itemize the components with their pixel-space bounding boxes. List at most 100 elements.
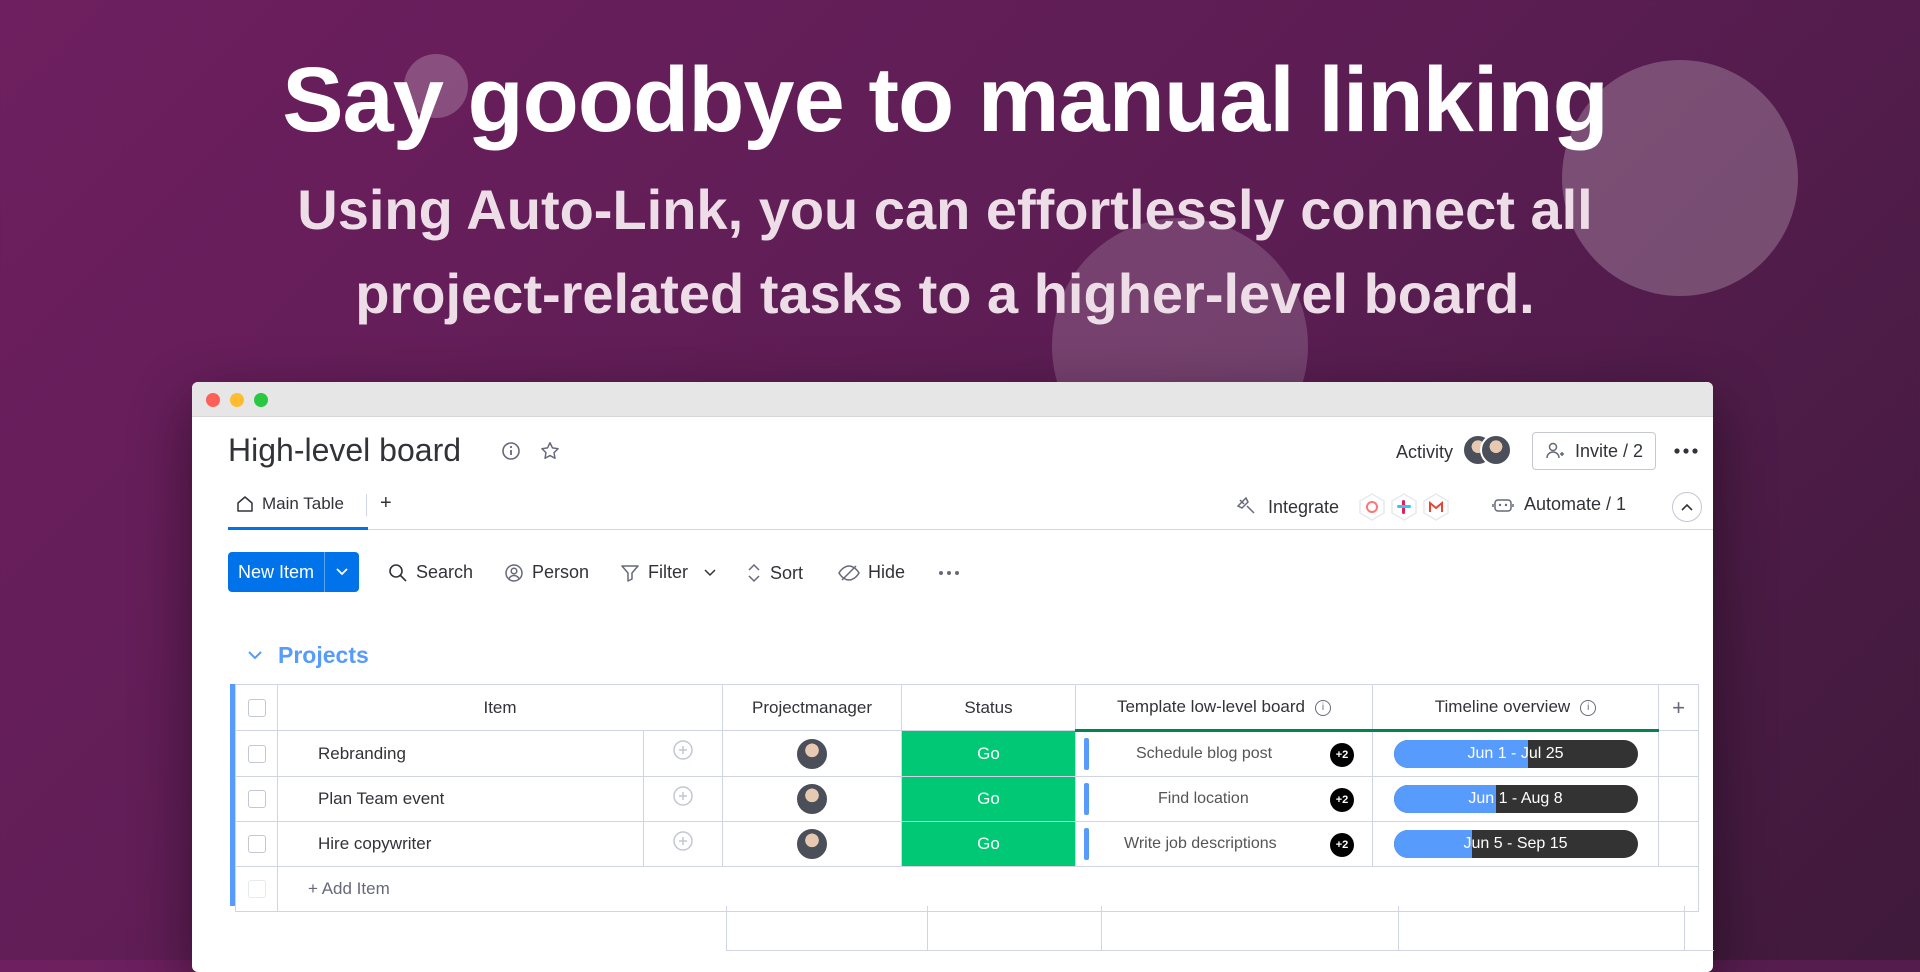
automate-button[interactable]: Automate / 1 — [1492, 494, 1626, 515]
minimize-window-button[interactable] — [230, 393, 244, 407]
close-window-button[interactable] — [206, 393, 220, 407]
column-header-template[interactable]: Template low-level board i — [1075, 684, 1373, 732]
avatar — [1480, 434, 1512, 466]
search-button[interactable]: Search — [388, 562, 473, 583]
filter-button[interactable]: Filter — [620, 562, 716, 583]
group-collapse-chevron-icon[interactable] — [246, 648, 264, 662]
column-header-status[interactable]: Status — [901, 684, 1076, 731]
status-cell[interactable]: Go — [901, 821, 1076, 867]
column-header-item[interactable]: Item — [277, 684, 723, 731]
person-icon — [505, 563, 523, 582]
add-item-input[interactable]: + Add Item — [277, 866, 1699, 912]
linked-task[interactable]: Write job descriptions — [1124, 835, 1277, 852]
sort-button[interactable]: Sort — [746, 562, 803, 584]
table-row[interactable]: Rebranding Go Schedule blog post +2 Jun 1… — [235, 730, 1699, 777]
maximize-window-button[interactable] — [254, 393, 268, 407]
column-header-timeline[interactable]: Timeline overview i — [1372, 684, 1659, 732]
hide-eye-icon — [838, 564, 860, 581]
person-label: Person — [532, 562, 590, 582]
timeline-dates: Jun 1 - Aug 8 — [1468, 790, 1563, 807]
group-title[interactable]: Projects — [278, 642, 369, 668]
timeline-progress — [1393, 830, 1472, 858]
timeline-dates: Jun 5 - Sep 15 — [1463, 835, 1568, 852]
avatar — [795, 736, 829, 771]
add-column-button[interactable]: + — [1658, 684, 1699, 731]
tab-main-table[interactable]: Main Table — [236, 494, 344, 514]
info-icon[interactable] — [500, 440, 522, 462]
hero-subtitle: Using Auto-Link, you can effortlessly co… — [0, 168, 1890, 336]
toolbar-more-icon[interactable] — [936, 565, 962, 581]
tab-separator — [366, 494, 367, 516]
info-icon[interactable]: i — [1580, 699, 1597, 716]
chevron-down-icon — [704, 568, 716, 576]
timeline-pill[interactable]: Jun 1 - Aug 8 — [1393, 785, 1638, 813]
more-linked-badge[interactable]: +2 — [1330, 788, 1354, 812]
add-update-icon[interactable] — [643, 821, 723, 867]
table-row[interactable]: Hire copywriter Go Write job description… — [235, 821, 1699, 867]
status-cell[interactable]: Go — [901, 776, 1076, 822]
link-indicator — [1084, 783, 1089, 815]
item-name[interactable]: Hire copywriter — [277, 821, 644, 867]
invite-label: Invite / 2 — [1575, 440, 1644, 461]
integration-hex-icon — [1359, 493, 1385, 521]
more-linked-badge[interactable]: +2 — [1330, 833, 1354, 857]
search-label: Search — [416, 562, 474, 582]
item-name[interactable]: Plan Team event — [277, 776, 644, 822]
sort-icon — [748, 563, 760, 583]
search-icon — [389, 563, 407, 582]
row-checkbox[interactable] — [247, 744, 266, 763]
integrate-button[interactable]: Integrate — [1236, 492, 1451, 522]
activity-avatars[interactable] — [1462, 434, 1522, 468]
link-indicator — [1084, 738, 1089, 770]
select-all-checkbox[interactable] — [247, 698, 266, 717]
hide-label: Hide — [868, 562, 906, 582]
row-checkbox — [247, 880, 266, 898]
add-update-icon[interactable] — [643, 776, 723, 822]
table-footer-area — [726, 906, 1714, 951]
collapse-header-button[interactable] — [1672, 492, 1702, 522]
add-person-icon — [1545, 441, 1565, 461]
column-header-template-label: Template low-level board — [1116, 697, 1306, 716]
more-linked-badge[interactable]: +2 — [1330, 743, 1354, 767]
column-header-timeline-label: Timeline overview — [1434, 697, 1571, 716]
board-title[interactable]: High-level board — [228, 432, 462, 468]
board-table: Item Projectmanager Status Template low-… — [235, 684, 1699, 912]
active-tab-indicator — [228, 527, 368, 530]
link-indicator — [1084, 828, 1089, 860]
window-titlebar — [192, 382, 1713, 417]
table-header-row: Item Projectmanager Status Template low-… — [235, 684, 1699, 732]
column-header-projectmanager[interactable]: Projectmanager — [722, 684, 902, 731]
timeline-progress — [1393, 785, 1496, 813]
linked-task[interactable]: Find location — [1158, 790, 1249, 807]
row-checkbox[interactable] — [247, 790, 266, 808]
table-row[interactable]: Plan Team event Go Find location +2 Jun 1… — [235, 776, 1699, 822]
filter-label: Filter — [648, 562, 688, 582]
invite-button[interactable]: Invite / 2 — [1532, 432, 1656, 470]
avatar — [795, 827, 829, 861]
new-item-dropdown[interactable] — [324, 552, 359, 592]
timeline-pill[interactable]: Jun 5 - Sep 15 — [1393, 830, 1638, 858]
more-horizontal-icon[interactable] — [1672, 440, 1700, 462]
add-view-button[interactable]: + — [380, 492, 392, 514]
item-name[interactable]: Rebranding — [277, 730, 644, 777]
new-item-button[interactable]: New Item — [228, 552, 359, 592]
automate-label: Automate / 1 — [1524, 494, 1627, 514]
linked-task[interactable]: Schedule blog post — [1136, 745, 1273, 762]
timeline-dates: Jun 1 - Jul 25 — [1467, 745, 1564, 762]
person-filter-button[interactable]: Person — [504, 562, 589, 583]
add-update-icon[interactable] — [643, 730, 723, 777]
timeline-pill[interactable]: Jun 1 - Jul 25 — [1393, 740, 1638, 768]
hide-button[interactable]: Hide — [838, 562, 905, 583]
decorative-circle-small — [404, 54, 468, 118]
info-icon[interactable]: i — [1315, 699, 1332, 716]
robot-icon — [1492, 495, 1514, 515]
row-checkbox[interactable] — [247, 835, 266, 853]
avatar — [795, 782, 829, 816]
activity-button[interactable]: Activity — [1396, 442, 1454, 462]
status-cell[interactable]: Go — [901, 730, 1076, 777]
chevron-down-icon — [336, 568, 348, 576]
star-icon[interactable] — [538, 439, 562, 463]
add-item-row: + Add Item — [235, 866, 1699, 912]
timeline-progress — [1393, 740, 1528, 768]
integration-app-icons — [1357, 492, 1451, 522]
